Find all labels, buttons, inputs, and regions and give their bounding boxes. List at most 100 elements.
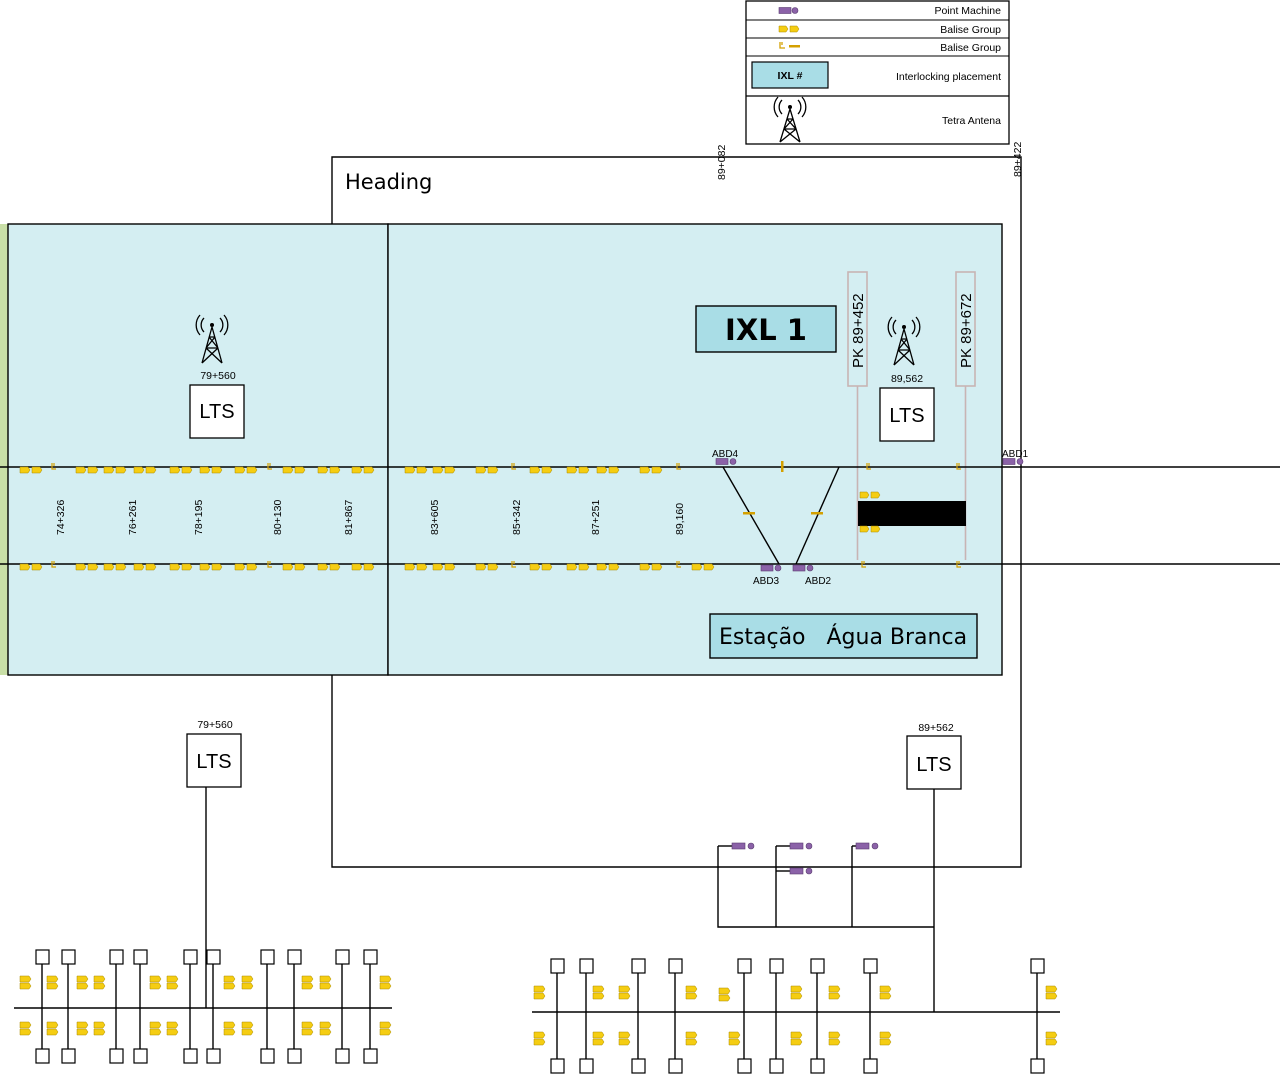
point-machine-abd1 [1002, 458, 1024, 465]
point-label-abd4: ABD4 [712, 449, 739, 460]
balise-group-lower-4 [133, 563, 157, 571]
balise-single-lower-1 [51, 561, 56, 568]
balise-network-group [149, 1021, 162, 1036]
crossover-1 [722, 466, 780, 565]
balise-network-box [335, 1048, 350, 1064]
km-marker-3: 78+195 [193, 500, 205, 535]
pk-label-2: PK 89+672 [958, 293, 975, 368]
balise-network-group [828, 1031, 841, 1046]
balise-network-group [718, 987, 731, 1002]
balise-network-box [1030, 1058, 1045, 1074]
balise-group-upper-3 [103, 466, 127, 474]
balise-network-box [550, 1058, 565, 1074]
balise-group-upper-10 [351, 466, 375, 474]
legend-label-tetra-antenna: Tetra Antena [942, 115, 1001, 127]
balise-group-lower-6 [199, 563, 223, 571]
balise-network-box [769, 958, 784, 974]
balise-single-lower-6 [956, 561, 961, 568]
balise-network-box [287, 1048, 302, 1064]
balise-network-box [109, 1048, 124, 1064]
line-zone-left [7, 223, 389, 676]
balise-single-lower-3 [511, 561, 516, 568]
balise-network-group [618, 985, 631, 1000]
balise-network-group [379, 975, 392, 990]
balise-network-box [363, 949, 378, 965]
balise-network-group [592, 985, 605, 1000]
point-machine-abd2 [792, 564, 814, 572]
station-platform-block [858, 501, 966, 526]
balise-network-group [46, 975, 59, 990]
balise-network-group [46, 1021, 59, 1036]
balise-group-lower-16 [596, 563, 620, 571]
antenna-km-89: 89,562 [891, 373, 923, 385]
legend-antenna-icon [773, 96, 807, 143]
balise-network-group [1045, 1031, 1058, 1046]
antenna-89 [887, 316, 921, 366]
line-zone-station [387, 223, 1003, 676]
balise-group-upper-13 [475, 466, 499, 474]
legend-ixl-box [751, 61, 829, 89]
antenna-79 [195, 314, 229, 364]
balise-group-upper-8 [282, 466, 306, 474]
balise-network-right [532, 958, 1060, 1074]
balise-network-box [668, 1058, 683, 1074]
balise-network-box [550, 958, 565, 974]
balise-network-group [93, 1021, 106, 1036]
balise-network-box [287, 949, 302, 965]
balise-network-box [631, 958, 646, 974]
balise-network-group [301, 1021, 314, 1036]
balise-group-lower-8 [282, 563, 306, 571]
balise-group-upper-2 [75, 466, 99, 474]
balise-network-group [223, 975, 236, 990]
lower-lts-km-right: 89+562 [918, 722, 953, 734]
point-machine-abd4 [715, 458, 737, 465]
balise-network-box [133, 949, 148, 965]
balise-network-group [379, 1021, 392, 1036]
platform-balises [859, 491, 881, 533]
balise-group-lower-9 [317, 563, 341, 571]
lts-box-zone-89 [879, 387, 935, 442]
balise-network-box [183, 1048, 198, 1064]
lower-lts-label-right: LTS [916, 754, 951, 776]
balise-group-upper-11 [404, 466, 428, 474]
balise-network-group [879, 985, 892, 1000]
balise-network-group [533, 985, 546, 1000]
legend-ixl-box-label: IXL # [778, 70, 803, 82]
balise-group-upper-7 [234, 466, 258, 474]
balise-network-box [810, 958, 825, 974]
balise-network-box [579, 958, 594, 974]
lower-lts-label-left: LTS [196, 751, 231, 773]
balise-network-group [728, 1031, 741, 1046]
balise-network-group [319, 1021, 332, 1036]
balise-single-lower-4 [676, 561, 681, 568]
balise-group-lower-12 [432, 563, 456, 571]
heading-frame: Heading 89+082 89+422 [331, 142, 1024, 868]
legend-balise-group-icon [778, 25, 800, 33]
legend: Point Machine Balise Group Balise Group … [745, 0, 1010, 145]
balise-network-box [1030, 958, 1045, 974]
balise-group-upper-16 [596, 466, 620, 474]
balise-network-box [863, 958, 878, 974]
balise-network-group [685, 985, 698, 1000]
point-machine-abd3 [760, 564, 782, 572]
balise-group-lower-10 [351, 563, 375, 571]
pk-markers: PK 89+452 PK 89+672 [847, 271, 976, 560]
balise-network-box [206, 949, 221, 965]
km-marker-1: 74+326 [55, 500, 67, 535]
balise-network-box [35, 1048, 50, 1064]
balise-single-upper-6 [956, 463, 961, 470]
pk-label-1: PK 89+452 [850, 293, 867, 368]
balise-network-box [363, 1048, 378, 1064]
balise-network-box [133, 1048, 148, 1064]
km-marker-6: 83+605 [429, 500, 441, 535]
balise-group-lower-11 [404, 563, 428, 571]
balise-network-group [533, 1031, 546, 1046]
heading-label: Heading [345, 170, 432, 194]
balise-network-group [223, 1021, 236, 1036]
lower-lts-km-left: 79+560 [197, 719, 232, 731]
balise-network-box [335, 949, 350, 965]
balise-group-lower-2 [75, 563, 99, 571]
balise-network-box [35, 949, 50, 965]
balise-network-group [319, 975, 332, 990]
balise-group-upper-9 [317, 466, 341, 474]
